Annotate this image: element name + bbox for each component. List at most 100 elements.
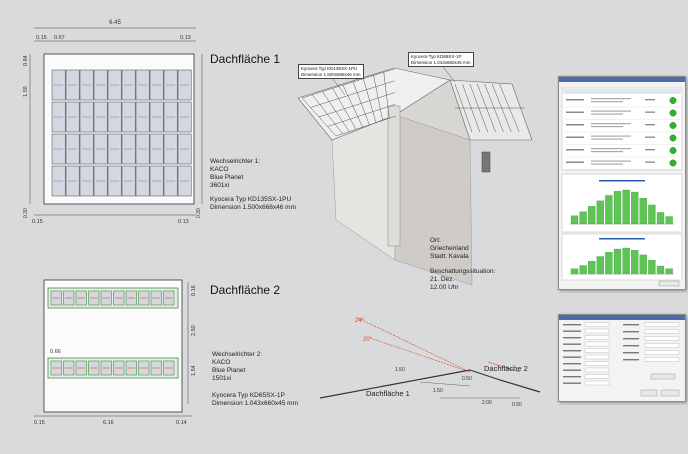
field-label-mark [623, 338, 639, 340]
roof2-plan: 0.16 2.50 1.54 0.66 0.15 6.16 0.14 [34, 279, 197, 426]
roof1-dim-corner-right: 0.30 [196, 208, 202, 218]
row-text-mark [591, 110, 631, 112]
panel-row [310, 80, 395, 108]
row-text-mark [591, 160, 631, 162]
row-value-mark [645, 161, 655, 163]
chart-bar [665, 268, 673, 275]
field-label-mark [563, 337, 581, 339]
monthly-yield-chart-1 [569, 180, 675, 225]
chart-bar [605, 252, 613, 275]
roof2-dim-bottom-right: 0.14 [176, 420, 187, 426]
callout-module-right: Kyocera Typ KD65SX-1P Dimension 1.043x66… [408, 52, 474, 67]
row-text-mark [591, 101, 623, 103]
field-label-mark [563, 350, 581, 352]
field-label-mark [563, 363, 581, 365]
chart-bar [588, 261, 596, 275]
roof2-panels-3d [454, 83, 525, 133]
settings-ok-button[interactable] [640, 389, 658, 397]
roof2-dim-bottom-mid: 6.16 [103, 420, 114, 426]
yield-window-titlebar [559, 77, 685, 82]
roof1-dim-bottom-right: 0.13 [178, 219, 189, 225]
panel-row [327, 104, 396, 127]
roof1-title: Dachfläche 1 [210, 52, 281, 66]
field-input [644, 329, 680, 334]
field-input [584, 361, 610, 366]
callout-module-left: Kyocera Typ KD135SX-1PU Dimension 1.500x… [298, 64, 364, 79]
chart-bar [570, 268, 579, 275]
field-label-mark [563, 324, 581, 326]
location-info: Ort: Griechenland Stadt: Kavala [430, 237, 469, 260]
chart-bar [622, 247, 630, 275]
section-dim-5: 0.50 [512, 402, 522, 408]
field-input [584, 348, 610, 353]
roof2-dim-side: 0.66 [50, 349, 61, 355]
chart-bar [596, 200, 604, 225]
field-label-mark [623, 331, 639, 333]
panel-row [301, 68, 395, 99]
chart-bar [648, 204, 656, 225]
row-label-mark [566, 124, 584, 126]
roof2-title: Dachfläche 2 [210, 283, 281, 297]
chart-bar [605, 195, 613, 225]
section-dim-3: 2.00 [482, 400, 492, 406]
section-angle-2: 20° [363, 337, 373, 343]
yield-ok-button[interactable] [658, 280, 680, 287]
row-text-mark [591, 113, 623, 115]
status-ok-icon [669, 97, 677, 104]
field-label-mark [563, 356, 581, 358]
chart-bar [588, 206, 596, 225]
field-input [644, 322, 680, 327]
status-ok-icon [669, 147, 677, 154]
panel-row [318, 92, 396, 118]
chart-bar [656, 212, 665, 225]
status-ok-icon [669, 159, 677, 167]
field-input [644, 357, 680, 362]
field-label-mark [563, 382, 581, 384]
field-input [584, 322, 610, 327]
field-input [584, 335, 610, 340]
monthly-yield-chart-2 [569, 238, 675, 275]
yield-window-content [561, 87, 683, 287]
roof2-module-info: Kyocera Typ KD65SX-1P Dimension 1.043x66… [212, 392, 298, 407]
roof1-module-grid [51, 69, 192, 197]
field-label-mark [563, 376, 581, 378]
row-value-mark [645, 124, 655, 126]
field-input [584, 354, 610, 360]
settings-cancel-button[interactable] [660, 389, 680, 397]
settings-dialog-titlebar [559, 315, 685, 320]
roof2-module-grid [47, 287, 179, 379]
roof1-dim-v1: 0.84 [23, 55, 29, 66]
chart-bar [631, 191, 639, 225]
section-dim-4: 0.50 [462, 376, 472, 382]
row-label-mark [566, 136, 584, 138]
settings-fields [563, 322, 680, 386]
panel-row [335, 115, 397, 137]
chart-bar [622, 189, 630, 225]
section-label-roof1: Dachfläche 1 [366, 389, 410, 398]
roof1-dim-right: 0.13 [180, 35, 191, 41]
roof-section-drawing: 24° 20° 1.50 1.50 2.00 0.50 0.50 Dachflä… [319, 317, 541, 408]
roof2-inverter-info: Wechselrichter 2: KACO Blue Planet 1501x… [212, 351, 263, 382]
chart-bar [631, 249, 639, 275]
roof2-dim-bottom-left: 0.15 [34, 420, 45, 426]
roof1-plan: 6.45 0.15 0.67 0.13 0.84 1.59 0.15 0.13 … [23, 20, 203, 225]
section-dim-2: 1.50 [433, 388, 443, 394]
house-3d-render [297, 62, 533, 286]
roof1-dim-total: 6.45 [109, 20, 121, 26]
status-ok-icon [669, 134, 677, 142]
settings-dialog [558, 314, 686, 402]
settings-dialog-content [563, 322, 680, 397]
chart-bar [579, 211, 587, 225]
chart-bar [639, 198, 647, 225]
roof1-inverter-info: Wechselrichter 1: KACO Blue Planet 3601x… [210, 158, 261, 189]
roof2-dim-v3: 1.54 [191, 365, 197, 376]
row-text-mark [591, 98, 631, 100]
row-label-mark [566, 111, 584, 113]
row-value-mark [645, 149, 655, 151]
field-label-mark [563, 343, 581, 345]
row-label-mark [566, 161, 584, 163]
roof2-dim-v2: 2.50 [191, 325, 197, 336]
status-ok-icon [669, 109, 677, 117]
status-ok-icon [669, 122, 677, 129]
